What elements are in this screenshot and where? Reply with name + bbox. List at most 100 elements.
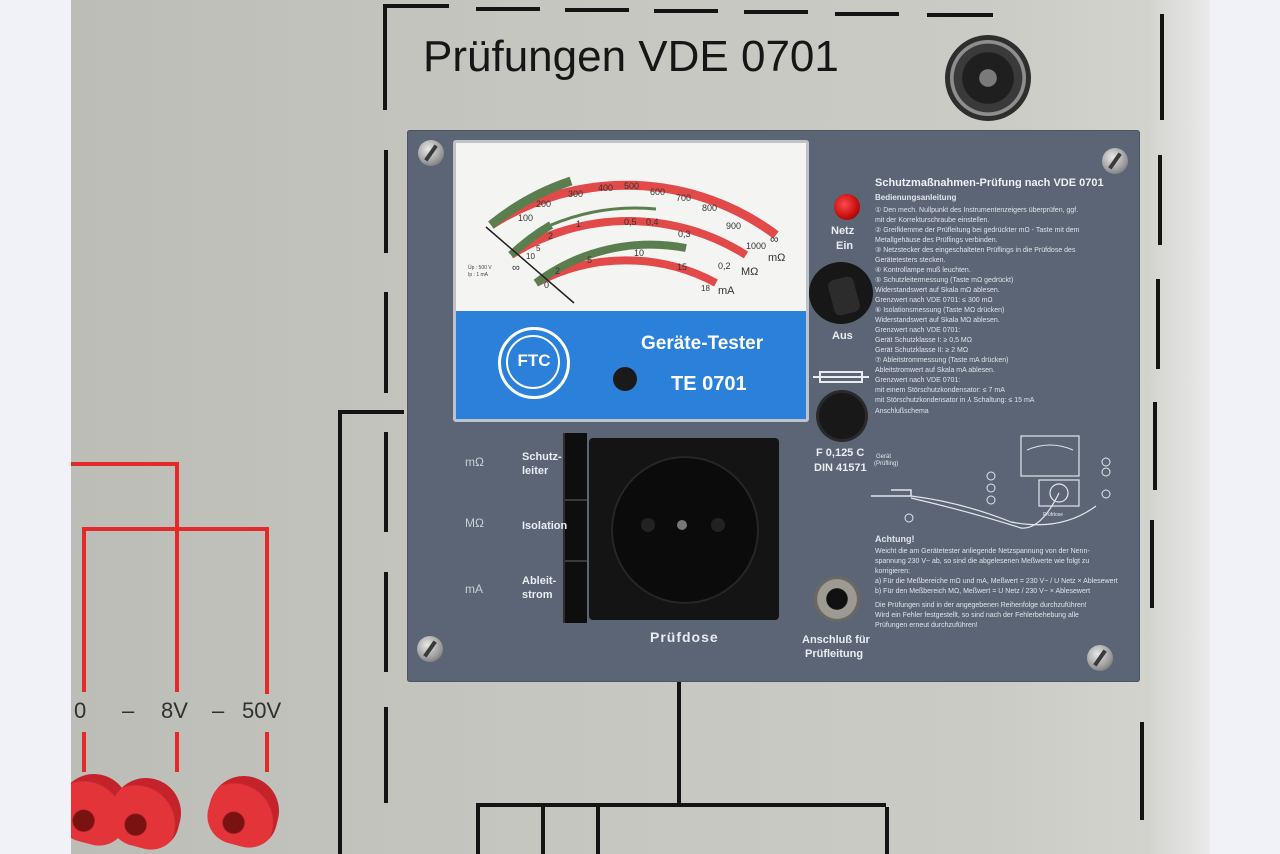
earth-contact-icon — [677, 520, 687, 530]
instruction-line: Metallgehäuse des Prüflings verbinden. — [875, 237, 998, 244]
warning-line: Weicht die am Gerätetester anliegende Ne… — [875, 548, 1090, 555]
brand-title: Geräte-Tester — [641, 333, 764, 354]
frame-line — [927, 13, 993, 17]
svg-text:Prüfdose: Prüfdose — [1043, 512, 1063, 518]
frame-line — [384, 432, 388, 532]
voltage-dash: – — [122, 698, 135, 723]
svg-text:500: 500 — [624, 181, 639, 191]
connection-schema-diagram: Gerät (Prüfling) Prüfdose — [871, 435, 1111, 529]
instruction-line: Gerät Schutzklasse I: ≥ 0,5 MΩ — [875, 337, 972, 344]
fuse-rating: F 0,125 C — [816, 447, 865, 459]
board-photo: 0 – 8V – 50V Prüfungen VDE 0701 100 200 … — [71, 0, 1210, 854]
svg-text:15: 15 — [677, 262, 687, 272]
screw-icon — [1102, 148, 1128, 174]
svg-text:800: 800 — [702, 203, 717, 213]
svg-text:600: 600 — [650, 187, 665, 197]
fuse-standard: DIN 41571 — [814, 462, 867, 474]
key-schutzleiter[interactable] — [563, 433, 587, 497]
svg-text:1: 1 — [576, 219, 581, 229]
instruction-line: Grenzwert nach VDE 0701: ≤ 300 mΩ — [875, 297, 993, 304]
svg-text:18: 18 — [701, 284, 710, 293]
key-label-ableitstrom-2: strom — [522, 589, 553, 601]
switch-label-aus: Aus — [832, 330, 853, 342]
instructions-block: Schutzmaßnahmen-Prüfung nach VDE 0701 Be… — [875, 178, 1145, 417]
mode-key-strip — [563, 433, 587, 623]
screw-icon — [1087, 645, 1113, 671]
instructions-subtitle: Bedienungsanleitung — [875, 193, 957, 202]
lamp-label-netz: Netz — [831, 225, 855, 237]
key-label-isolation: Isolation — [522, 520, 568, 532]
voltage-label-0: 0 — [74, 698, 87, 723]
instruction-line: Widerstandswert auf Skala MΩ ablesen. — [875, 317, 1000, 324]
meter-scale: 100 200 300 400 500 600 700 800 900 1000… — [468, 176, 785, 304]
warning-line: spannung 230 V~ ab, so sind die abgelese… — [875, 558, 1090, 565]
svg-text:mA: mA — [718, 285, 735, 297]
circuit-line — [596, 807, 600, 854]
socket-well — [611, 456, 759, 604]
warning-line: korrigieren: — [875, 568, 911, 575]
frame-line — [1160, 14, 1164, 120]
fuse-holder[interactable] — [819, 393, 865, 439]
test-socket[interactable] — [589, 438, 779, 620]
circuit-line — [476, 803, 480, 854]
frame-line — [1140, 722, 1144, 820]
red-wire — [82, 732, 86, 772]
frame-line — [383, 4, 387, 110]
instructions-title: Schutzmaßnahmen-Prüfung nach VDE 0701 — [875, 178, 1104, 188]
instruction-line: Grenzwert nach VDE 0701: — [875, 377, 961, 384]
warning-line: Wird ein Fehler festgestellt, so sind na… — [875, 612, 1079, 619]
instruction-line: mit Störschutzkondensator in ⅄ Schaltung… — [875, 397, 1035, 404]
red-wire — [265, 732, 269, 772]
svg-text:400: 400 — [598, 183, 613, 193]
frame-line — [1150, 520, 1154, 608]
test-lead-jack[interactable] — [814, 576, 860, 622]
circuit-line — [476, 803, 886, 807]
circuit-line — [338, 410, 342, 854]
instruction-line: mit der Korrekturschraube einstellen. — [875, 217, 990, 224]
warning-title: Achtung! — [875, 534, 915, 544]
svg-text:0,2: 0,2 — [718, 261, 731, 271]
instruction-line: ④ Kontrollampe muß leuchten. — [875, 267, 971, 274]
frame-line — [1156, 279, 1160, 369]
instruction-line: ⑦ Ableitstrommessung (Taste mA drücken) — [875, 357, 1009, 364]
svg-text:Ip : 1 mA: Ip : 1 mA — [468, 272, 489, 278]
key-label-schutzleiter-2: leiter — [522, 465, 549, 477]
mohm-tick: 100 — [518, 213, 533, 223]
svg-text:900: 900 — [726, 221, 741, 231]
svg-text:0,4: 0,4 — [646, 217, 659, 227]
red-wire — [175, 732, 179, 772]
zero-adjust-screw[interactable] — [613, 367, 637, 391]
instruction-line: Gerät Schutzklasse II: ≥ 2 MΩ — [875, 347, 969, 354]
red-wire — [71, 462, 179, 466]
warning-line: b) Für den Meßbereich MΩ, Meßwert = U Ne… — [875, 588, 1091, 595]
key-unit-mohm-milli: mΩ — [465, 455, 484, 469]
frame-line — [1158, 155, 1162, 245]
svg-text:0,3: 0,3 — [678, 229, 691, 239]
instruction-line: mit einem Störschutzkondensator: ≤ 7 mA — [875, 387, 1005, 394]
svg-text:1000: 1000 — [746, 241, 766, 251]
voltage-label-50v: 50V — [242, 698, 282, 723]
frame-line — [1153, 402, 1157, 490]
svg-text:2: 2 — [548, 231, 553, 241]
circuit-line — [541, 807, 545, 854]
frame-line — [384, 707, 388, 803]
power-switch[interactable] — [809, 262, 873, 324]
socket-hole-icon — [711, 518, 725, 532]
svg-text:5: 5 — [587, 255, 592, 265]
svg-text:700: 700 — [676, 193, 691, 203]
jack-label-2: Prüfleitung — [805, 648, 864, 660]
svg-text:300: 300 — [568, 189, 583, 199]
svg-text:10: 10 — [634, 248, 644, 258]
screw-icon — [417, 636, 443, 662]
board-title: Prüfungen VDE 0701 — [423, 32, 839, 81]
fuse-symbol-icon — [813, 371, 869, 383]
model-number: TE 0701 — [671, 373, 747, 395]
voltage-dash: – — [212, 698, 225, 723]
frame-line — [383, 4, 449, 8]
instruction-line: ① Den mech. Nullpunkt des Instrumentenze… — [875, 207, 1079, 214]
frame-line — [835, 12, 899, 16]
warning-line: a) Für die Meßbereiche mΩ und mA, Meßwer… — [875, 578, 1118, 585]
svg-text:Ūp : 500 V: Ūp : 500 V — [468, 264, 492, 271]
key-ableitstrom[interactable] — [563, 561, 587, 623]
banana-jack-50v[interactable] — [201, 768, 287, 854]
